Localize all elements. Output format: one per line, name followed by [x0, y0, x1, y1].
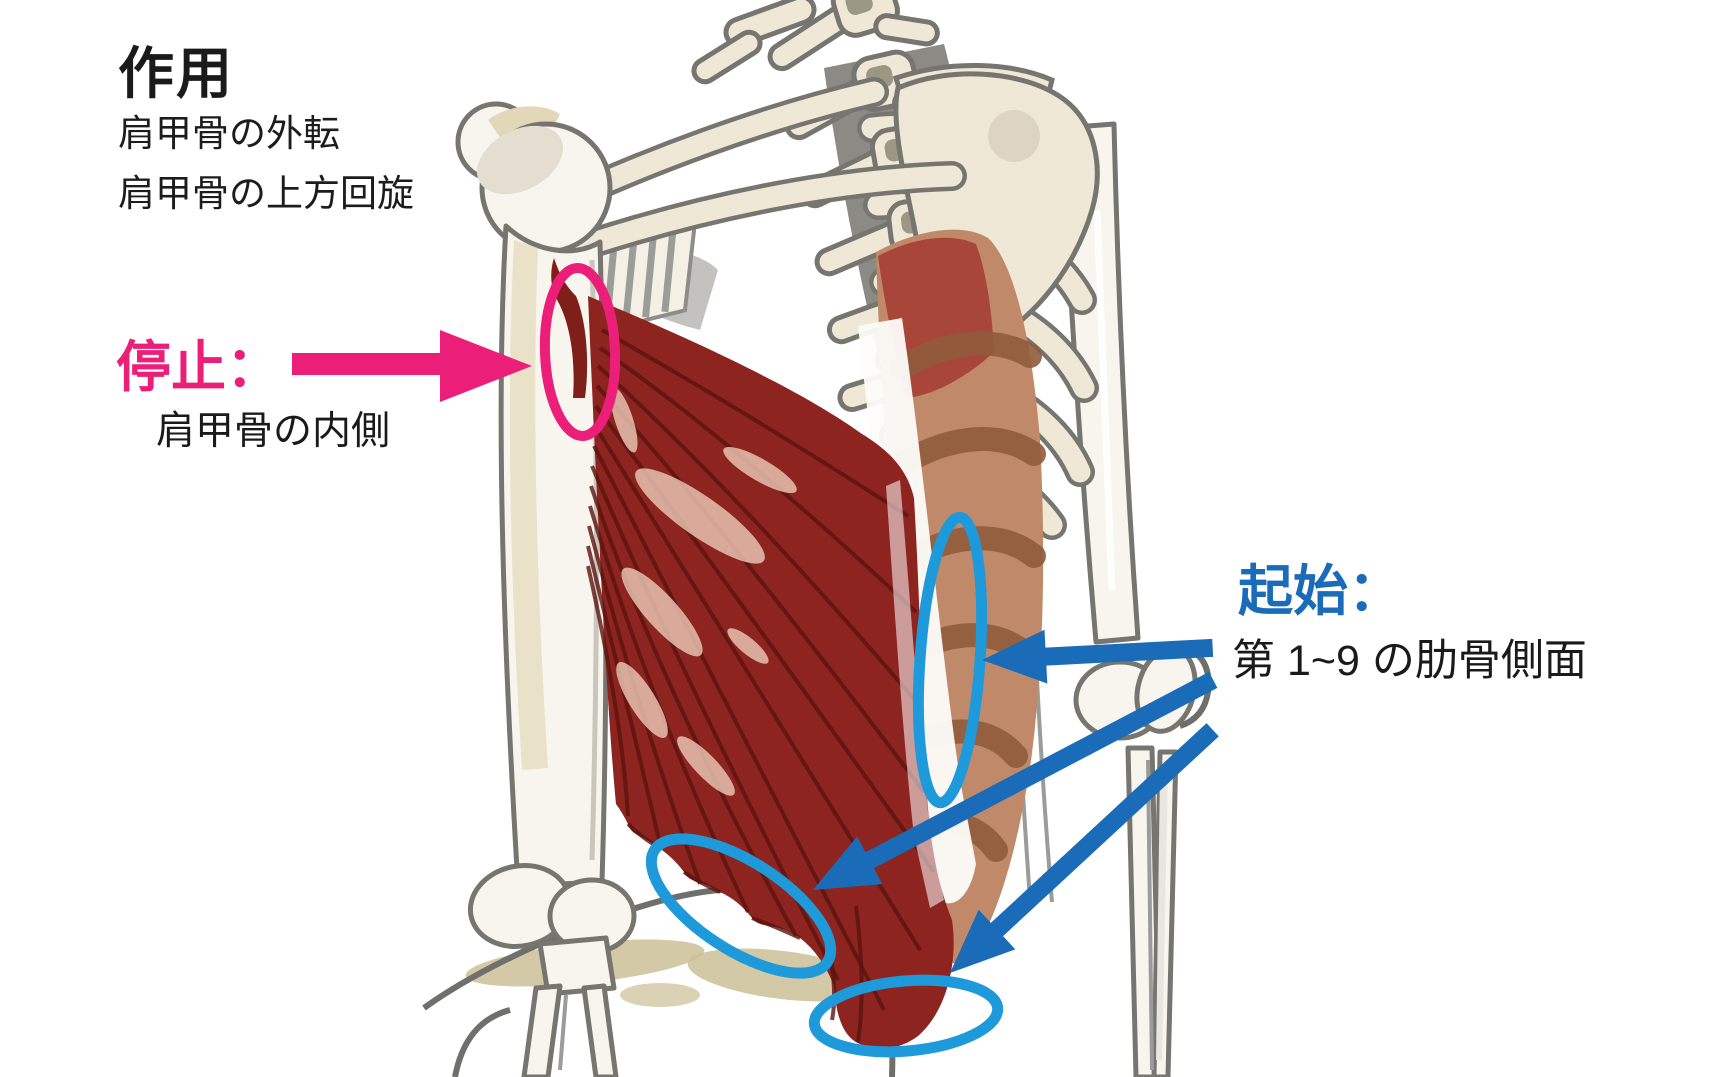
left-humerus	[455, 101, 613, 889]
scapular-spine	[569, 161, 967, 261]
action-line-2: 肩甲骨の上方回旋	[118, 173, 414, 214]
action-line-1: 肩甲骨の外転	[118, 113, 340, 154]
origin-arrow-icon-2	[813, 671, 1218, 890]
insertion-label: 停止：	[116, 336, 282, 398]
action-section: 作用 肩甲骨の外転 肩甲骨の上方回旋	[118, 44, 414, 224]
origin-ring-lower-left	[645, 833, 837, 979]
left-elbow-forearm	[467, 863, 637, 1077]
origin-arrow-icon-1	[982, 629, 1214, 684]
action-title: 作用	[118, 42, 234, 105]
insertion-arrow-icon	[292, 330, 532, 402]
insertion-ring	[539, 263, 621, 441]
annotation-layer	[292, 263, 1219, 1058]
origin-ring-upper	[912, 511, 988, 809]
origin-description: 第 1~9 の肋骨側面	[1232, 637, 1587, 685]
origin-ring-bottom	[808, 974, 1004, 1058]
origin-arrow-icon-3	[950, 723, 1219, 973]
origin-label: 起始：	[1238, 560, 1404, 622]
muscle-insertion-tip	[551, 258, 588, 398]
insertion-description: 肩甲骨の内側	[156, 410, 391, 453]
